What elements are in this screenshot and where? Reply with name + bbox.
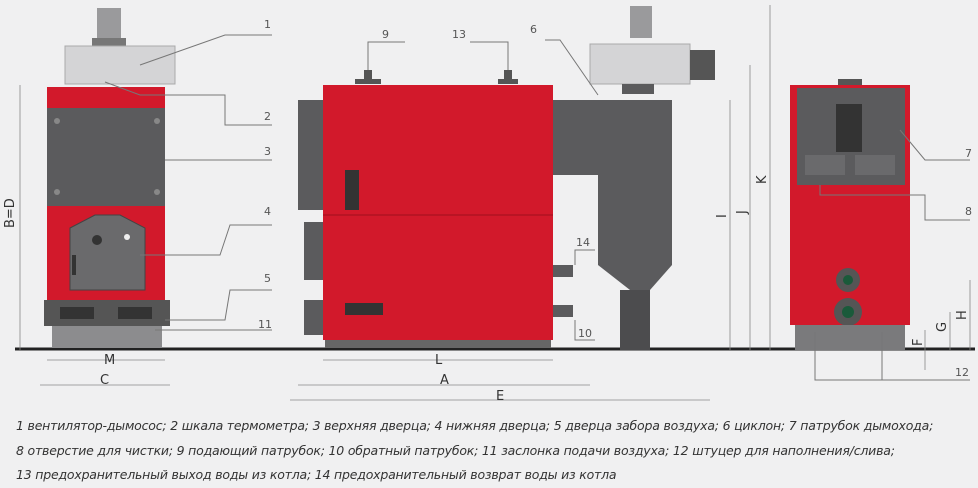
- boiler-diagram: 1 2 3 4 5 6 7 8 9 10 11 12 13 14 B=D M C…: [3, 5, 975, 404]
- callout-3: 3: [264, 145, 271, 158]
- callout-1: 1: [264, 18, 271, 31]
- callout-2: 2: [264, 110, 271, 123]
- callout-10: 10: [578, 327, 592, 340]
- back-view-boiler: [790, 79, 910, 350]
- dim-a: A: [440, 373, 449, 388]
- dim-h: H: [955, 310, 970, 320]
- callout-9: 9: [382, 28, 389, 41]
- dim-l: L: [435, 353, 443, 368]
- dim-k: K: [755, 175, 770, 184]
- dim-bd: B=D: [3, 198, 18, 228]
- caption-line-2: 8 отверстие для чистки; 9 подающий патру…: [16, 443, 895, 458]
- side-view-boiler: [298, 70, 598, 348]
- dim-j: J: [735, 210, 750, 215]
- dim-m: M: [104, 353, 115, 368]
- cyclone: [589, 6, 715, 350]
- dim-f: F: [911, 339, 926, 346]
- dim-g: G: [935, 322, 950, 332]
- front-view-boiler: [44, 8, 176, 348]
- callout-11: 11: [258, 318, 272, 331]
- callout-7: 7: [965, 147, 972, 160]
- dim-e: E: [496, 389, 504, 404]
- callout-12: 12: [955, 366, 969, 379]
- callout-6: 6: [530, 23, 537, 36]
- callout-4: 4: [264, 205, 271, 218]
- dim-c: C: [100, 373, 109, 388]
- callout-8: 8: [965, 205, 972, 218]
- callout-14: 14: [576, 236, 590, 249]
- callout-13: 13: [452, 28, 466, 41]
- dim-i: I: [715, 214, 730, 218]
- caption-line-1: 1 вентилятор-дымосос; 2 шкала термометра…: [16, 418, 934, 433]
- callout-5: 5: [264, 272, 271, 285]
- caption-line-3: 13 предохранительный выход воды из котла…: [16, 467, 617, 482]
